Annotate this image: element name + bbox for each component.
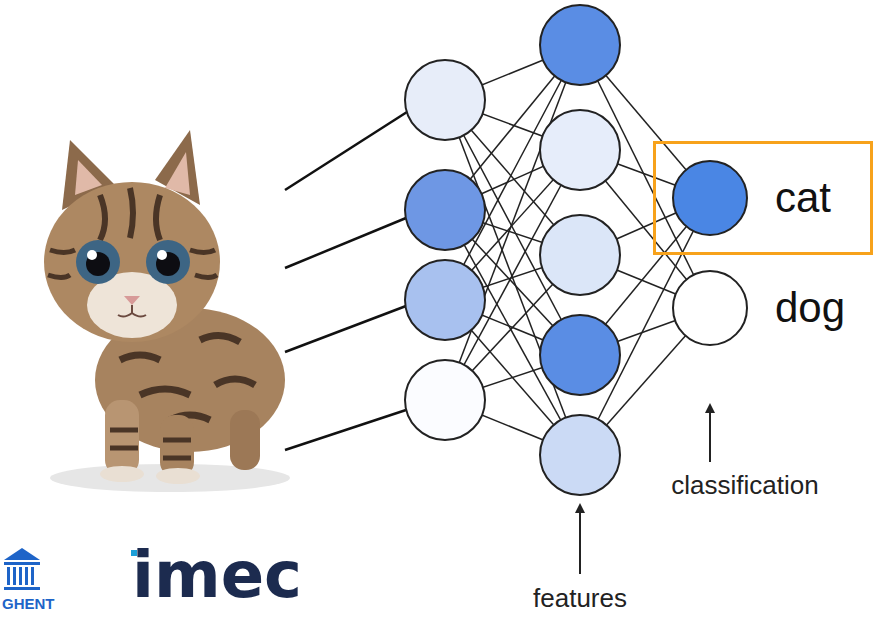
input-wire bbox=[285, 112, 407, 450]
university-logo bbox=[4, 548, 40, 590]
neuron bbox=[672, 160, 748, 236]
annotation: features bbox=[533, 584, 627, 613]
pointer-arrow bbox=[709, 408, 711, 462]
class-label: cat bbox=[775, 174, 831, 222]
logo-text: GHENT bbox=[2, 596, 55, 613]
logo-text: imec bbox=[132, 540, 302, 610]
pointer-arrow bbox=[579, 508, 581, 574]
kitten-photo bbox=[44, 130, 290, 492]
annotation: classification bbox=[671, 471, 818, 500]
neuron bbox=[672, 270, 748, 346]
output-neuron: cat bbox=[653, 141, 873, 255]
class-label: dog bbox=[775, 284, 845, 332]
neuron bbox=[405, 5, 620, 495]
output-neuron: dog bbox=[653, 251, 873, 365]
